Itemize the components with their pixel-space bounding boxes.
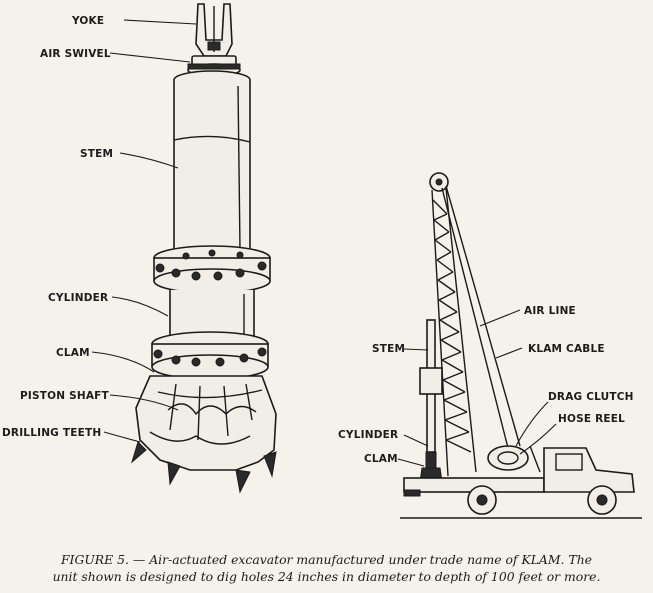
label-air-swivel: AIR SWIVEL [40, 48, 111, 60]
label-air-line: AIR LINE [524, 305, 576, 317]
label-clam: CLAM [56, 347, 90, 359]
label-rig-stem: STEM [372, 343, 405, 355]
label-yoke: YOKE [71, 15, 104, 27]
caption-line-2: unit shown is designed to dig holes 24 i… [52, 569, 601, 584]
truck [403, 445, 635, 515]
mast [431, 187, 477, 477]
clam [131, 375, 277, 494]
excavator-leaders [91, 19, 197, 443]
label-drilling-teeth: DRILLING TEETH [2, 427, 101, 439]
lower-flange [151, 331, 269, 380]
caption-line-1: FIGURE 5. — Air-actuated excavator manuf… [60, 552, 593, 567]
label-stem: STEM [80, 148, 113, 160]
yoke [195, 3, 233, 57]
upper-flange [153, 245, 271, 294]
excavator-drawing [131, 3, 277, 494]
rig-leaders [397, 309, 557, 467]
label-klam-cable: KLAM CABLE [528, 343, 605, 355]
stem [173, 70, 251, 257]
label-piston-shaft: PISTON SHAFT [20, 390, 110, 402]
figure-caption: FIGURE 5. — Air-actuated excavator manuf… [0, 551, 653, 585]
label-drag-clutch: DRAG CLUTCH [548, 391, 634, 403]
klam-excavator-figure: YOKE AIR SWIVEL STEM CYLINDER CLAM PISTO… [2, 3, 642, 519]
cylinder [169, 290, 255, 343]
label-rig-clam: CLAM [364, 453, 398, 465]
label-hose-reel: HOSE REEL [558, 413, 625, 425]
drill-rig-drawing [400, 172, 642, 519]
label-rig-cylinder: CYLINDER [338, 429, 398, 441]
rig-stem [419, 319, 443, 483]
label-cylinder: CYLINDER [48, 292, 108, 304]
